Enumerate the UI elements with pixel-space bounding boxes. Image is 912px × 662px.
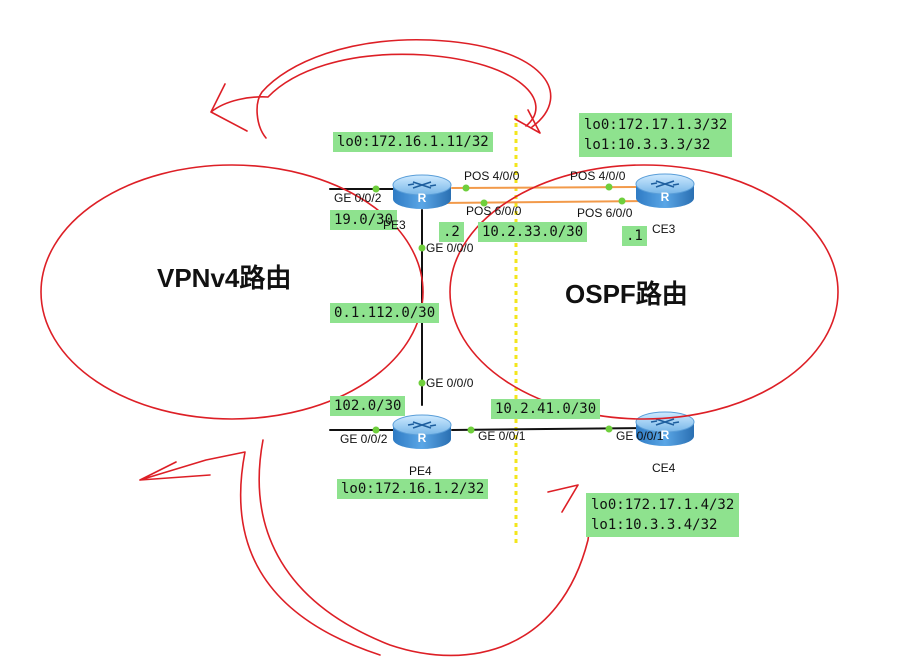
port-dot — [418, 379, 426, 387]
svg-text:R: R — [661, 428, 670, 442]
pe4-name-label: PE4 — [409, 464, 432, 478]
pe3-name-label: PE3 — [383, 218, 406, 232]
top-arrow — [210, 38, 552, 139]
port-dot — [418, 244, 426, 252]
vpnv4-region-label: VPNv4路由 — [157, 263, 292, 293]
ce4-ge001-label: GE 0/0/1 — [616, 429, 664, 443]
port-dots — [372, 183, 626, 434]
pe3-pos400-label: POS 4/0/0 — [464, 169, 520, 183]
pe3-ge002-label: GE 0/0/2 — [334, 191, 382, 205]
link-pe4-ce4 — [451, 427, 646, 431]
port-dot — [372, 185, 380, 193]
ce3-host-octet-label: .1 — [622, 226, 647, 246]
port-dot — [605, 425, 613, 433]
port-dot — [605, 183, 613, 191]
pe3-left-subnet-label: 19.0/30 — [330, 210, 398, 230]
ce4-loopback-label: lo0:172.17.1.4/32 lo1:10.3.3.4/32 — [586, 493, 740, 537]
link-pe3-ce3-pos6 — [439, 200, 646, 204]
ospf-region-label: OSPF路由 — [565, 279, 688, 309]
svg-text:R: R — [418, 191, 427, 205]
svg-text:R: R — [418, 431, 427, 445]
router-pe4-icon[interactable]: R — [392, 414, 452, 449]
port-dot — [480, 199, 488, 207]
ce4-lo0: lo0:172.17.1.4/32 — [591, 497, 735, 513]
ce3-pos600-label: POS 6/0/0 — [577, 206, 633, 220]
port-dot — [372, 426, 380, 434]
svg-text:R: R — [661, 190, 670, 204]
pe4-ge001-label: GE 0/0/1 — [478, 429, 526, 443]
ce4-name-label: CE4 — [652, 461, 676, 475]
pe3-host-octet-label: .2 — [439, 222, 464, 242]
router-ce3-icon[interactable]: R — [635, 173, 695, 208]
ce4-lo1: lo1:10.3.3.4/32 — [591, 517, 718, 533]
top-arrowhead — [514, 109, 541, 134]
vpnv4-region-ellipse — [40, 164, 424, 420]
pe3-loopback-label: lo0:172.16.1.11/32 — [333, 132, 493, 152]
pe4-left-subnet-label: 102.0/30 — [330, 396, 406, 416]
bottom-arrow — [139, 439, 593, 657]
annotations — [40, 38, 839, 657]
pe4-ge002-label: GE 0/0/2 — [340, 432, 388, 446]
router-ce4-icon[interactable]: R — [635, 411, 695, 446]
pe3-pos600-label: POS 6/0/0 — [466, 204, 522, 218]
router-pe3-icon[interactable]: R — [392, 174, 452, 209]
pe3-ce3-subnet-label: 10.2.33.0/30 — [478, 222, 588, 242]
ce3-pos400-label: POS 4/0/0 — [570, 169, 626, 183]
pe4-loopback-label: lo0:172.16.1.2/32 — [337, 479, 489, 499]
port-dot — [618, 197, 626, 205]
pe4-ce4-subnet-label: 10.2.41.0/30 — [491, 399, 601, 419]
port-dot — [462, 184, 470, 192]
ce3-lo0: lo0:172.17.1.3/32 — [584, 117, 728, 133]
bottom-arrowhead — [547, 484, 579, 513]
pe3-ge000-label: GE 0/0/0 — [426, 241, 474, 255]
pe3-pe4-subnet-label: 0.1.112.0/30 — [330, 303, 440, 323]
ospf-region-ellipse — [449, 164, 839, 420]
ce3-name-label: CE3 — [652, 222, 676, 236]
ce3-lo1: lo1:10.3.3.3/32 — [584, 137, 711, 153]
pe4-ge000-label: GE 0/0/0 — [426, 376, 474, 390]
ce3-loopback-label: lo0:172.17.1.3/32 lo1:10.3.3.3/32 — [579, 113, 733, 157]
port-dot — [467, 426, 475, 434]
